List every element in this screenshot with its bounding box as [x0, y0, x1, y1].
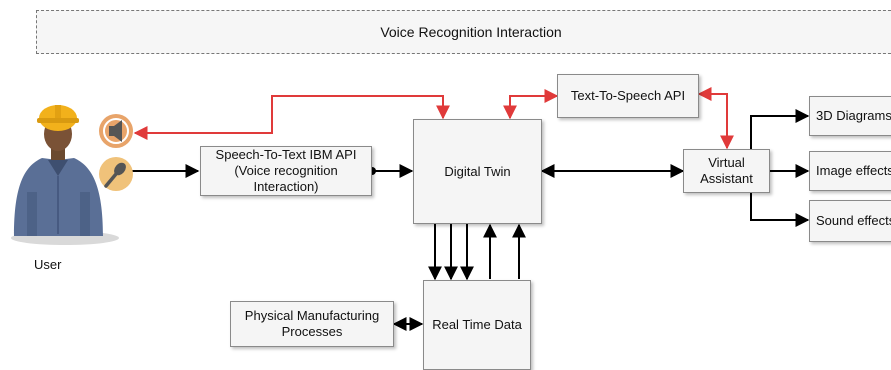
digital-twin-node: Digital Twin: [413, 119, 542, 224]
virtual-assistant-node: Virtual Assistant: [683, 149, 770, 193]
worker-icon: [11, 105, 119, 245]
physical-processes-node: Physical Manufacturing Processes: [230, 301, 394, 347]
tts-assistant-arrow: [697, 87, 734, 150]
speaker-icon: [99, 114, 133, 148]
real-time-data-node: Real Time Data: [423, 280, 531, 370]
digital-twin-label: Digital Twin: [444, 163, 511, 179]
sound-effects-label: Sound effects: [816, 213, 891, 228]
assistant-to-sound-arrow: [750, 192, 810, 227]
physical-processes-label: Physical Manufacturing Processes: [244, 308, 380, 339]
diagrams-3d-label: 3D Diagrams: [816, 108, 891, 123]
twin-to-speaker-arrow: [133, 95, 450, 140]
banner: Voice Recognition Interaction: [36, 10, 891, 54]
twin-tts-arrow: [503, 89, 559, 120]
text-to-speech-node: Text-To-Speech API: [557, 74, 699, 118]
diagrams-3d-node: 3D Diagrams: [809, 96, 891, 136]
text-to-speech-label: Text-To-Speech API: [570, 88, 686, 103]
real-time-data-label: Real Time Data: [432, 317, 522, 332]
image-effects-label: Image effects: [816, 163, 891, 178]
speech-to-text-node: Speech-To-Text IBM API (Voice recognitio…: [200, 146, 372, 196]
microphone-icon: [99, 157, 133, 191]
assistant-to-3d-arrow: [750, 109, 810, 150]
image-effects-node: Image effects: [809, 151, 891, 191]
banner-title: Voice Recognition Interaction: [380, 24, 562, 40]
speech-to-text-label: Speech-To-Text IBM API (Voice recognitio…: [215, 147, 357, 194]
virtual-assistant-label: Virtual Assistant: [700, 155, 753, 186]
user-label: User: [34, 257, 62, 272]
sound-effects-node: Sound effects: [809, 200, 891, 242]
